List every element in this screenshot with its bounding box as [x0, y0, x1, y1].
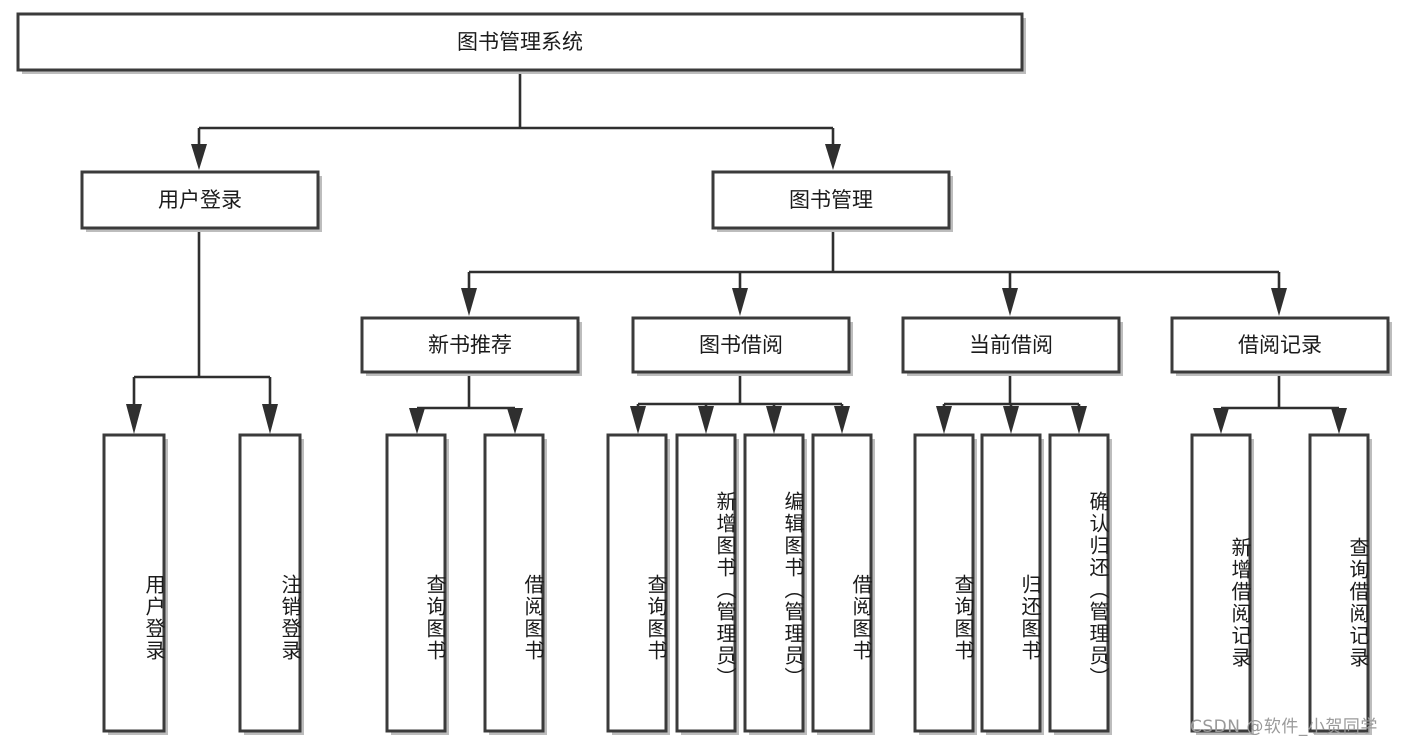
connector-layer	[126, 72, 1347, 434]
leaf-add-book-box[interactable]	[675, 433, 737, 733]
book-manage-node-label: 图书管理	[789, 188, 873, 212]
leaf-borrow-book-2-box[interactable]	[811, 433, 873, 733]
leaf-query-book-3-box[interactable]	[913, 433, 975, 733]
book-borrow-node-box[interactable]	[631, 316, 851, 374]
node-layer: 图书管理系统 用户登录 图书管理 新书推荐 图书借阅 当前借阅 借阅记录	[16, 12, 1392, 735]
arrow-current-borrow-leaf-3	[1071, 406, 1087, 434]
arrow-borrow-record-leaf-1	[1213, 408, 1229, 434]
leaf-query-record-box[interactable]	[1308, 433, 1370, 733]
new-book-recommend-node-label: 新书推荐	[428, 333, 512, 357]
leaf-user-login-box[interactable]	[102, 433, 166, 733]
leaf-confirm-return-box[interactable]	[1048, 433, 1110, 733]
leaf-borrow-book-1-box[interactable]	[483, 433, 545, 733]
arrow-borrow-record-leaf-2	[1331, 408, 1347, 434]
arrow-book-borrow-leaf-3	[766, 406, 782, 434]
leaf-query-book-1-box[interactable]	[385, 433, 447, 733]
arrow-root-to-book-manage	[825, 144, 841, 170]
current-borrow-node-box[interactable]	[901, 316, 1121, 374]
borrow-record-node-box[interactable]	[1170, 316, 1390, 374]
current-borrow-node-label: 当前借阅	[969, 333, 1053, 357]
user-login-node-label: 用户登录	[158, 188, 242, 212]
csdn-watermark: CSDN @软件_小贺同学	[1190, 717, 1378, 737]
arrow-current-borrow-leaf-1	[936, 406, 952, 434]
arrow-new-book-recommend-leaf-2	[507, 408, 523, 434]
new-book-recommend-node-box[interactable]	[360, 316, 580, 374]
leaf-add-record-box[interactable]	[1190, 433, 1252, 733]
borrow-record-node-label: 借阅记录	[1238, 333, 1322, 357]
leaf-user-logout-box[interactable]	[238, 433, 302, 733]
leaf-query-book-2-box[interactable]	[606, 433, 668, 733]
arrow-book-manage-to-book-borrow	[732, 288, 748, 316]
user-login-node-box[interactable]	[80, 170, 320, 230]
leaf-edit-book-box[interactable]	[743, 433, 805, 733]
book-borrow-node-label: 图书借阅	[699, 333, 783, 357]
leaf-return-book-box[interactable]	[980, 433, 1042, 733]
root-node-box[interactable]	[16, 12, 1024, 72]
root-node-label: 图书管理系统	[457, 30, 583, 54]
book-manage-node-box[interactable]	[711, 170, 951, 230]
arrow-book-manage-to-borrow-record	[1271, 288, 1287, 316]
arrow-book-borrow-leaf-1	[630, 406, 646, 434]
arrow-book-borrow-leaf-2	[698, 406, 714, 434]
arrow-user-login-leaf-1	[126, 404, 142, 434]
arrow-book-manage-to-new-book-recommend	[461, 288, 477, 316]
arrow-user-login-leaf-2	[262, 404, 278, 434]
arrow-book-borrow-leaf-4	[834, 406, 850, 434]
arrow-root-to-user-login	[191, 144, 207, 170]
arrow-book-manage-to-current-borrow	[1002, 288, 1018, 316]
arrow-current-borrow-leaf-2	[1003, 406, 1019, 434]
arrow-new-book-recommend-leaf-1	[409, 408, 425, 434]
